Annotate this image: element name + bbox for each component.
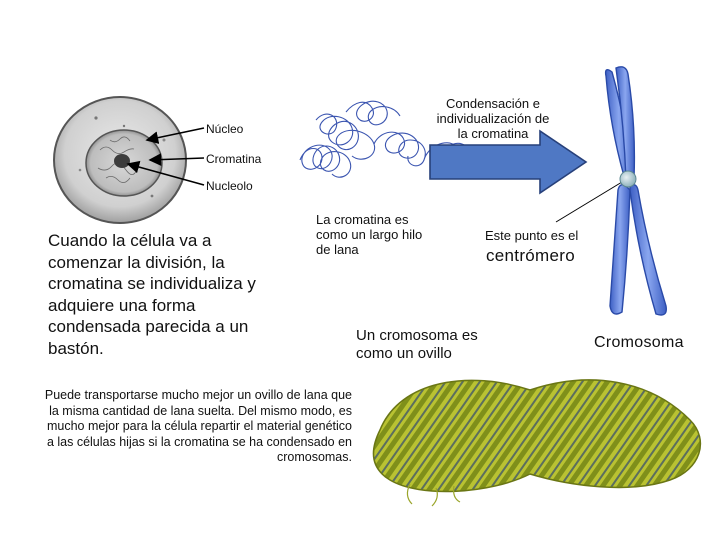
label-nucleolo: Nucleolo <box>206 179 253 193</box>
condensation-caption: Condensación e individualización de la c… <box>430 96 556 141</box>
centromere-intro-caption: Este punto es el <box>485 228 578 243</box>
label-nucleo: Núcleo <box>206 122 243 136</box>
main-explanation: Cuando la célula va a comenzar la divisi… <box>48 230 268 359</box>
label-cromatina: Cromatina <box>206 152 261 166</box>
chromatin-wool-caption: La cromatina es como un largo hilo de la… <box>316 212 428 257</box>
wool-comparison-caption: Un cromosoma es como un ovillo <box>356 327 506 363</box>
analogy-explanation: Puede transportarse mucho mejor un ovill… <box>40 388 352 466</box>
chromosome-label: Cromosoma <box>594 334 684 352</box>
centromere-label: centrómero <box>486 246 575 266</box>
